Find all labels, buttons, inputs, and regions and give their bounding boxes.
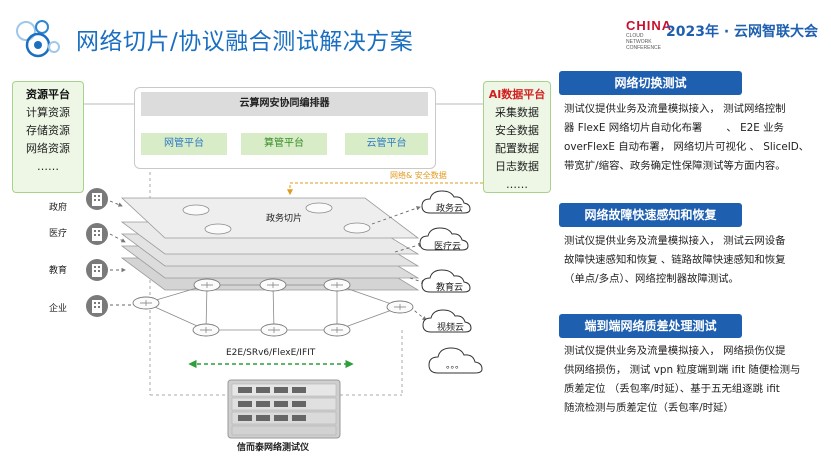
ai-item-log: 日志数据 [495, 160, 539, 173]
brand-china-text: CHINA [626, 18, 673, 33]
resource-platform-title: 资源平台 [26, 88, 70, 101]
body-line: 器 FlexE 网络切片自动化布署 、 E2E 业务 [564, 122, 784, 134]
network-management-platform: 网管平台 [141, 133, 227, 155]
conference-brand: CHINA CLOUD NETWORK CONFERENCE 2023年 · 云… [626, 18, 822, 52]
body-line: 测试仪提供业务及流量模拟接入， 测试云网设备 [564, 235, 786, 247]
ai-item-security: 安全数据 [495, 124, 539, 137]
building-icon [86, 259, 108, 281]
building-icon [86, 295, 108, 317]
cloud-video: 视频云 [437, 323, 465, 333]
resource-platform-panel: 资源平台 计算资源 存储资源 网络资源 …… [12, 81, 84, 193]
cloud-more: 。。。 [446, 361, 465, 371]
section-heading-e2e-quality: 端到端网络质差处理测试 [559, 314, 742, 338]
resource-item-compute: 计算资源 [26, 106, 70, 119]
orchestrator-title: 云算网安协同编排器 [141, 92, 428, 116]
compute-management-platform: 算管平台 [241, 133, 327, 155]
sector-government: 政府 [49, 203, 68, 213]
cloud-medical: 医疗云 [434, 242, 462, 252]
ai-item-config: 配置数据 [495, 142, 539, 155]
cloud-management-platform: 云管平台 [345, 133, 428, 155]
body-line: 带宽扩/缩容、政务确定性保障测试等方面内容。 [564, 160, 786, 172]
test-instrument-image [227, 379, 341, 439]
protocol-label: E2E/SRv6/FlexE/IFIT [226, 348, 316, 358]
ai-item-collect: 采集数据 [495, 106, 539, 119]
solution-logo-icon [16, 20, 60, 58]
ai-data-platform-panel: AI数据平台 采集数据 安全数据 配置数据 日志数据 …… [483, 81, 551, 193]
body-line: 测试仪提供业务及流量模拟接入， 网络损伤仪提 [564, 345, 786, 357]
body-line: overFlexE 自动布署， 网络切片可视化 、 SliceID、 [564, 141, 810, 153]
section-body-fault-recovery: 测试仪提供业务及流量模拟接入， 测试云网设备 故障快速感知和恢复 、链路故障快速… [564, 232, 826, 289]
sector-medical: 医疗 [49, 229, 68, 239]
resource-item-network: 网络资源 [26, 142, 70, 155]
section-body-e2e-quality: 测试仪提供业务及流量模拟接入， 网络损伤仪提 供网络损伤， 测试 vpn 粒度端… [564, 342, 826, 418]
body-line: 供网络损伤， 测试 vpn 粒度端到端 ifit 随便检测与 [564, 364, 801, 376]
ai-platform-title: AI数据平台 [488, 88, 546, 101]
body-line: 故障快速感知和恢复 、链路故障快速感知和恢复 [564, 254, 786, 266]
section-heading-slice-test: 网络切换测试 [559, 71, 742, 95]
resource-item-more: …… [37, 160, 59, 173]
cloud-education: 教育云 [436, 283, 464, 293]
section-heading-fault-recovery: 网络故障快速感知和恢复 [559, 203, 742, 227]
section-body-slice-test: 测试仪提供业务及流量模拟接入， 测试网络控制 器 FlexE 网络切片自动化布署… [564, 100, 826, 176]
resource-item-storage: 存储资源 [26, 124, 70, 137]
page-title: 网络切片/协议融合测试解决方案 [76, 29, 414, 55]
body-line: 质差定位 （丢包率/时延）、基于五无组逐跳 ifit [564, 383, 780, 395]
building-icon [86, 188, 108, 210]
sector-education: 教育 [49, 266, 68, 276]
body-line: 测试仪提供业务及流量模拟接入， 测试网络控制 [564, 103, 786, 115]
building-icon [86, 223, 108, 245]
body-line: 随流检测与质差定位（丢包率/时延） [564, 402, 734, 414]
brand-event-text: 2023年 · 云网智联大会 [666, 24, 819, 40]
body-line: （单点/多点）、网络控制器故障测试。 [564, 273, 739, 285]
test-instrument-label: 信而泰网络测试仪 [237, 443, 310, 453]
brand-sub-text: CLOUD NETWORK CONFERENCE [626, 33, 662, 51]
ai-item-more: …… [506, 178, 528, 191]
data-flow-label: 网络& 安全数据 [390, 171, 447, 180]
sector-enterprise: 企业 [49, 304, 68, 314]
cloud-government: 政务云 [436, 204, 464, 214]
government-slice-label: 政务切片 [266, 214, 303, 224]
